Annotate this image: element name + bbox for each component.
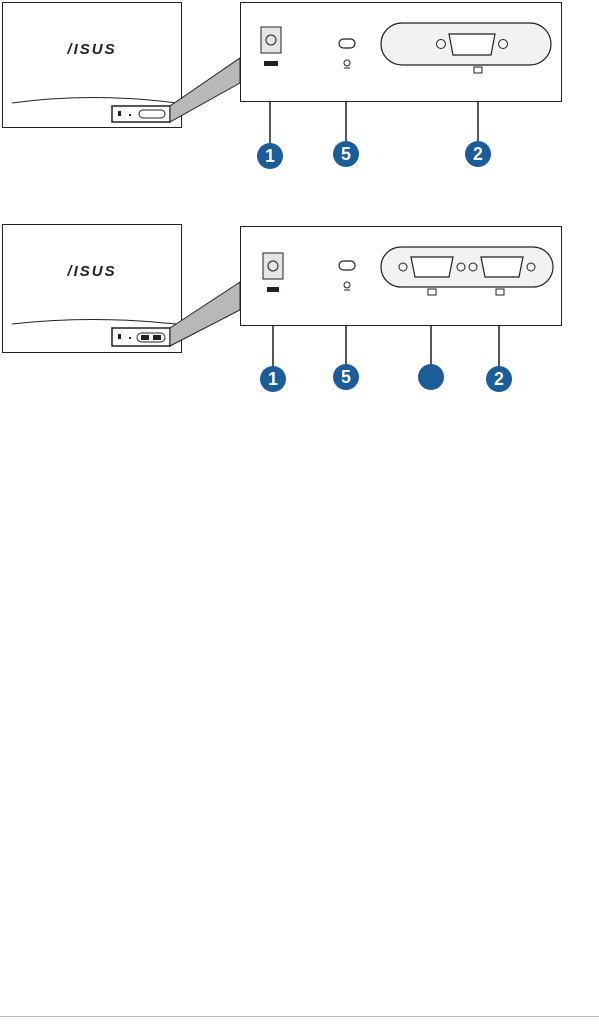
callout-kensington-lock: 5 [333,141,359,167]
kensington-lock-icon [339,261,355,290]
rear-panel-figure-1: /ISUS [0,0,599,180]
port-panel-artwork [241,3,561,101]
callout-dc-in: 1 [260,366,286,392]
dc-in-port-icon [263,253,283,292]
callout-kensington-lock: 5 [333,364,359,390]
callout-dc-in: 1 [257,143,283,169]
callout-vga-blank [418,364,444,390]
dual-vga-housing [381,247,553,295]
rear-port-panel [240,2,562,102]
page-footer-rule [0,1016,599,1017]
rear-port-panel [240,226,562,326]
rear-panel-figure-2: /ISUS [0,220,599,400]
callout-vga: 2 [486,366,512,392]
kensington-lock-icon [339,39,355,68]
dc-in-port-icon [261,27,281,66]
port-panel-artwork [241,227,561,325]
callout-vga: 2 [465,141,491,167]
vga-port-icon [381,23,551,73]
